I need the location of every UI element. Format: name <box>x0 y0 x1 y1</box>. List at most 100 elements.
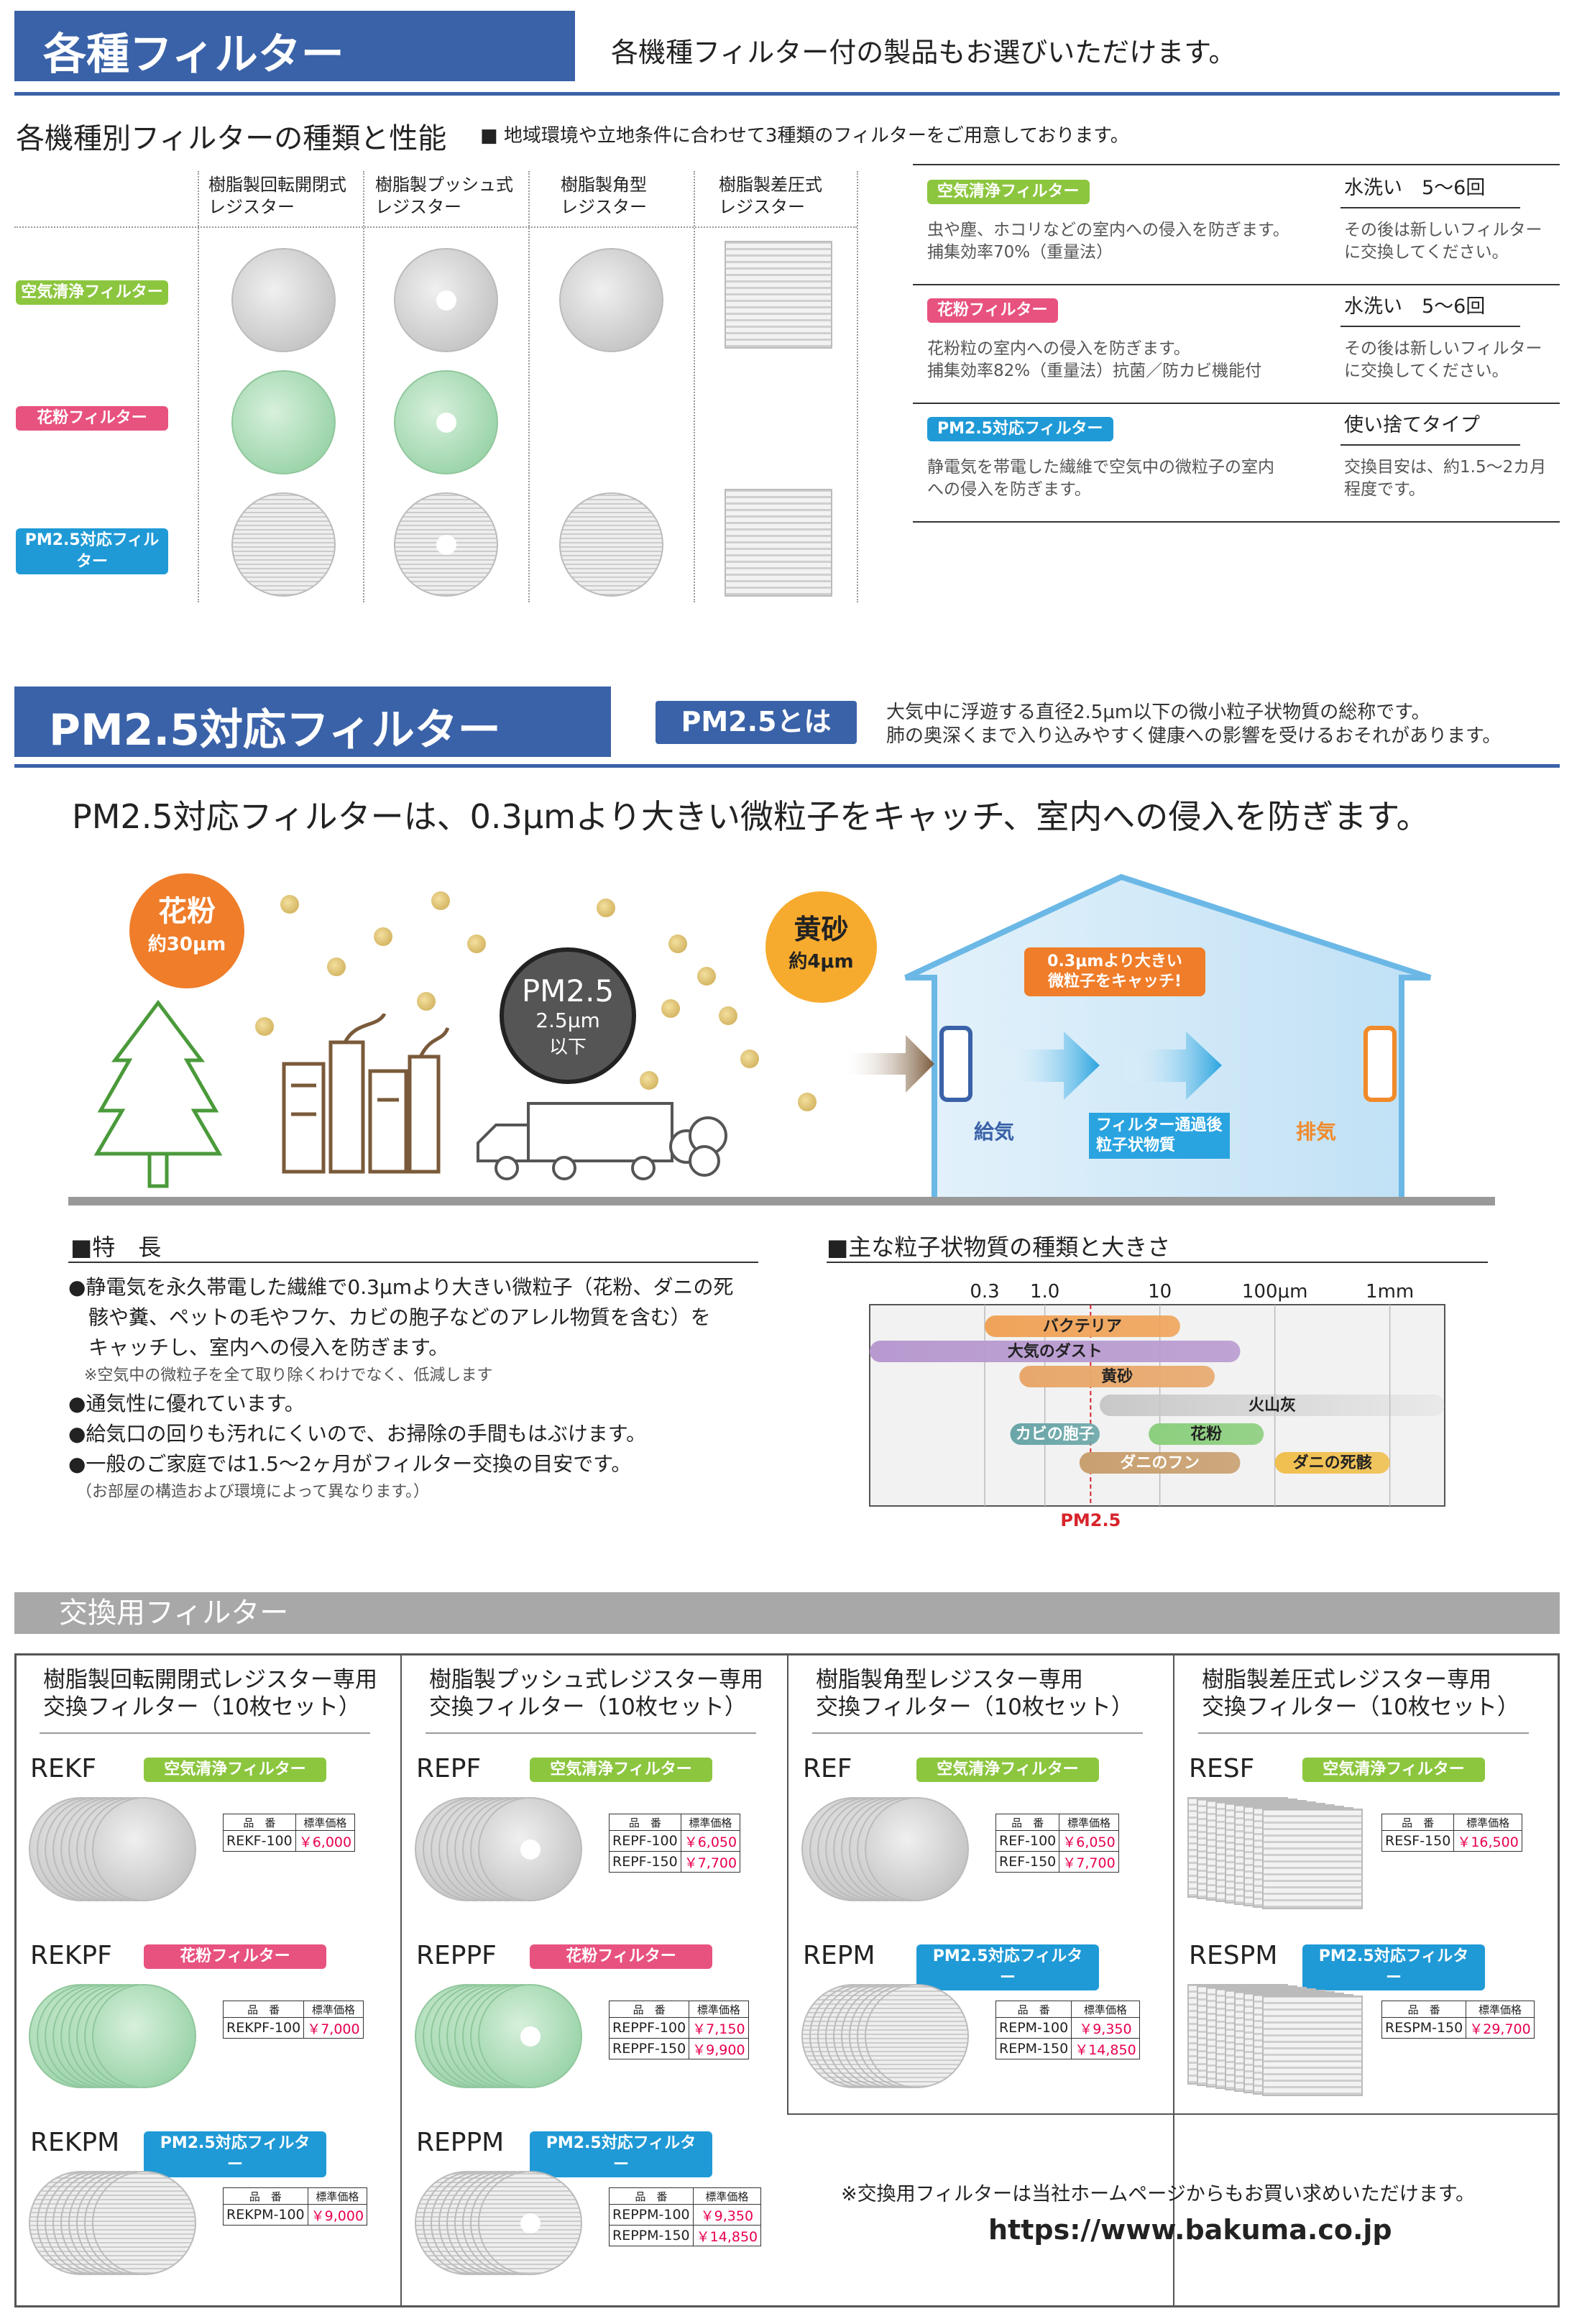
perf-wash: 水洗い 5〜6回 <box>1344 295 1486 318</box>
section2-title: PM2.5対応フィルター <box>14 686 611 757</box>
feature-line: 骸や糞、ペットの毛やフケ、カビの胞子などのアレル物質を含む）を <box>68 1305 711 1329</box>
card-title: 樹脂製角型レジスター専用 交換フィルター（10枚セット） <box>816 1667 1133 1720</box>
chart-bar: ダニのフン <box>1079 1452 1241 1474</box>
price-row: REF-100￥6,050 <box>995 1830 1119 1852</box>
filter-stack <box>415 2171 594 2279</box>
grid-row-label: PM2.5対応フィルター <box>16 528 168 574</box>
chart-tick-label: 0.3 <box>970 1281 999 1303</box>
feature-line: ※空気中の微粒子を全て取り除くわけでなく、低減します <box>68 1367 493 1384</box>
price-row: REPPF-100￥7,150 <box>608 2017 749 2039</box>
filter-disc <box>231 370 336 474</box>
perf-desc: 虫や塵、ホコリなどの室内への侵入を防ぎます。 捕集効率70%（重量法） <box>927 221 1289 262</box>
price-row: REKF-100￥6,000 <box>223 1830 356 1852</box>
chart-bar-label: ダニの死骸 <box>1293 1453 1372 1472</box>
chart-bar: 黄砂 <box>1019 1366 1215 1387</box>
chart-bar-rect <box>870 1341 1241 1362</box>
chart-tick-label: 10 <box>1148 1281 1172 1303</box>
perf-wash: 水洗い 5〜6回 <box>1344 177 1486 199</box>
grid-col-header: 樹脂製回転開閉式 レジスター <box>208 175 346 217</box>
section1-rule <box>14 92 1560 96</box>
chart-bar: カビの胞子 <box>1010 1423 1100 1445</box>
feature-line: ●静電気を永久帯電した繊維で0.3μmより大きい微粒子（花粉、ダニの死 <box>68 1275 734 1299</box>
feature-line: ●一般のご家庭では1.5〜2ヶ月がフィルター交換の目安です。 <box>68 1452 632 1476</box>
card-title: 樹脂製差圧式レジスター専用 交換フィルター（10枚セット） <box>1202 1667 1519 1720</box>
pollen-bubble: 花粉 約30μm <box>129 873 244 988</box>
feature-line: （お部屋の構造および環境によって異なります。） <box>68 1483 430 1501</box>
filter-stack <box>29 1797 208 1905</box>
product-code: RESF <box>1189 1754 1255 1783</box>
filter-stack <box>1187 1984 1367 2096</box>
catch-callout: 0.3μmより大きい 微粒子をキャッチ! <box>1024 947 1205 996</box>
chart-tick-label: 1.0 <box>1030 1281 1059 1303</box>
chart-bar-rect <box>1149 1423 1264 1445</box>
filter-disc <box>559 248 663 352</box>
grid-row-label: 花粉フィルター <box>16 406 168 431</box>
dust-bubble: 黄砂 約4μm <box>765 891 877 1003</box>
perf-tag: 花粉フィルター <box>927 298 1058 323</box>
price-row: REPPM-150￥14,850 <box>609 2225 762 2246</box>
feature-line: ●給気口の回りも汚れにくいので、お掃除の手間もはぶけます。 <box>68 1422 646 1446</box>
perf-desc: 花粉粒の室内への侵入を防ぎます。 捕集効率82%（重量法）抗菌／防カビ機能付 <box>927 339 1262 380</box>
filter-disc <box>394 492 498 597</box>
url-note: ※交換用フィルターは当社ホームページからもお買い求めいただけます。 <box>841 2183 1476 2205</box>
filter-type-tag: PM2.5対応フィルター <box>916 1944 1099 1990</box>
chart-bar-label: 大気のダスト <box>1008 1342 1103 1361</box>
price-row: REPPF-150￥9,900 <box>608 2038 749 2059</box>
price-row: REKPM-100￥9,000 <box>223 2204 368 2226</box>
filter-stack <box>1187 1797 1367 1909</box>
chart-bar-label: 黄砂 <box>1101 1367 1133 1386</box>
filter-type-tag: 空気清浄フィルター <box>530 1758 712 1782</box>
chart-bar: バクテリア <box>985 1315 1180 1337</box>
tree-icon <box>93 999 223 1188</box>
pm25-headline: PM2.5対応フィルターは、0.3μmより大きい微粒子をキャッチ、室内への侵入を… <box>72 797 1430 836</box>
chart-bar-label: 花粉 <box>1190 1425 1222 1443</box>
filter-type-tag: PM2.5対応フィルター <box>1302 1944 1485 1990</box>
chart-bar: ダニの死骸 <box>1274 1452 1390 1474</box>
chart-bar: 火山灰 <box>1100 1395 1445 1416</box>
product-code: REPPM <box>416 2128 505 2157</box>
filter-disc <box>231 248 336 352</box>
chart-bar-label: ダニのフン <box>1120 1453 1199 1472</box>
filter-disc <box>559 492 663 597</box>
price-row: RESF-150￥16,500 <box>1381 1830 1522 1852</box>
filter-type-tag: 花粉フィルター <box>144 1944 326 1969</box>
price-row: REPF-150￥7,700 <box>609 1851 741 1873</box>
chart-tick-label: 100μm <box>1242 1281 1308 1303</box>
chart-bar: 花粉 <box>1149 1423 1264 1445</box>
filter-rect <box>725 489 832 597</box>
price-row: RESPM-150￥29,700 <box>1381 2017 1535 2039</box>
chart-bar-rect <box>1274 1452 1390 1474</box>
pm25-about-2: 肺の奥深くまで入り込みやすく健康への影響を受けるおそれがあります。 <box>886 725 1501 747</box>
filter-type-tag: PM2.5対応フィルター <box>530 2131 712 2177</box>
card-title: 樹脂製プッシュ式レジスター専用 交換フィルター（10枚セット） <box>429 1667 763 1720</box>
pm25-bubble: PM2.5 2.5μm 以下 <box>500 947 636 1084</box>
filter-type-tag: 花粉フィルター <box>530 1944 712 1969</box>
section1-heading: 各機種別フィルターの種類と性能 <box>16 122 447 155</box>
feature-line: ●通気性に優れています。 <box>68 1392 305 1415</box>
perf-desc: 静電気を帯電した繊維で空気中の微粒子の室内 への侵入を防ぎます。 <box>927 458 1274 499</box>
filter-stack <box>801 1984 981 2092</box>
price-row: REPM-150￥14,850 <box>995 2038 1140 2059</box>
filter-disc <box>394 248 498 352</box>
grid-col-header: 樹脂製角型 レジスター <box>561 175 647 217</box>
site-url[interactable]: https://www.bakuma.co.jp <box>988 2214 1392 2246</box>
section1-subtitle: 各機種フィルター付の製品もお選びいただけます。 <box>611 37 1236 68</box>
grid-row-label: 空気清浄フィルター <box>16 280 168 305</box>
filter-stack <box>415 1984 594 2092</box>
product-code: REPF <box>416 1754 482 1783</box>
chart-title: ■主な粒子状物質の種類と大きさ <box>827 1234 1171 1261</box>
filter-type-tag: 空気清浄フィルター <box>1302 1758 1485 1782</box>
product-code: REPPF <box>416 1941 497 1970</box>
intake-label: 給気 <box>974 1120 1015 1144</box>
after-filter-label: フィルター通過後 粒子状物質 <box>1089 1113 1230 1159</box>
chart-bar-rect <box>1010 1423 1100 1445</box>
chart-bar-label: 火山灰 <box>1248 1396 1296 1415</box>
filter-rect <box>725 241 832 349</box>
